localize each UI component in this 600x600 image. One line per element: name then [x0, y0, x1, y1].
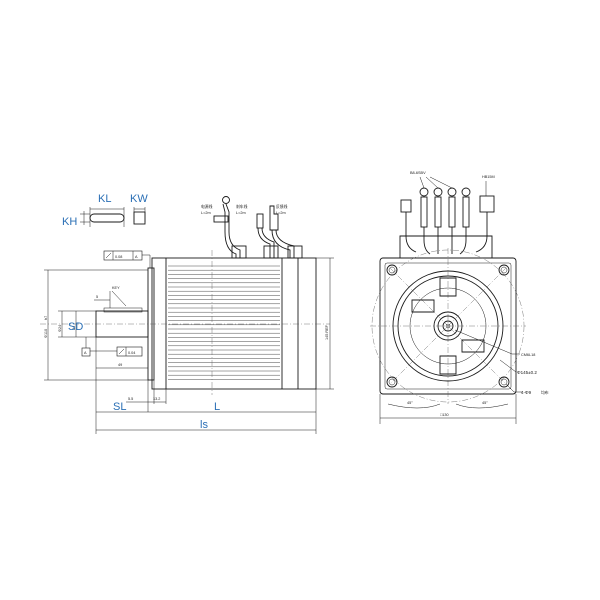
- perpendicularity-fcf: 0.04: [88, 346, 143, 357]
- holes-note: 均布: [541, 390, 549, 395]
- runout-value: 0.08: [115, 255, 122, 259]
- shaft-diameter: Φ24: [58, 325, 62, 332]
- kw-label: KW: [130, 193, 148, 205]
- center-hole-label: CM6L18: [521, 353, 535, 357]
- pilot-diameter: Φ110: [44, 329, 48, 338]
- feedback-cable-length: L=2m: [276, 211, 286, 215]
- flange-thickness: 5.5: [128, 397, 133, 401]
- brake-cable-label: 刹车线: [236, 204, 248, 209]
- side-cables: 电源线 L=2m 刹车线 L=2m 反馈线 L=2m: [201, 196, 303, 259]
- connector-label: HB15M: [482, 175, 495, 179]
- angle-right-label: 45°: [482, 401, 488, 405]
- cable-spec-label: B8-6SBV: [410, 171, 426, 175]
- shaft-height: 24: [72, 326, 76, 330]
- spigot-length: 13.2: [153, 397, 160, 401]
- motor-body: [151, 257, 317, 390]
- shaft-length: 49: [118, 363, 122, 367]
- brake-cable-length: L=2m: [236, 211, 246, 215]
- angle-left-label: 45°: [407, 401, 413, 405]
- mounting-holes: [386, 264, 510, 388]
- kl-label: KL: [98, 193, 111, 205]
- pcd-label: Φ145±0.2: [517, 370, 537, 375]
- key-detail: KL KW KH: [62, 193, 148, 228]
- pilot-tolerance: h7: [44, 316, 48, 320]
- cooling-fins: [168, 265, 280, 380]
- front-cables: B8-6SBV HB15M: [399, 171, 495, 259]
- square-size-label: □130: [440, 413, 449, 417]
- keyway: [103, 307, 143, 313]
- keyway-label: KEY: [112, 286, 120, 290]
- runout-fcf: 0.08 A: [103, 250, 151, 268]
- power-cable-length: L=2m: [201, 211, 211, 215]
- side-view: 电源线 L=2m 刹车线 L=2m 反馈线 L=2m: [40, 196, 334, 434]
- sd-label: SD: [68, 321, 83, 333]
- height-label: 145 REF: [325, 324, 329, 340]
- holes-label: 4-Φ9: [521, 390, 532, 395]
- ls-label: ls: [200, 419, 208, 431]
- datum-marker: A: [84, 351, 87, 355]
- power-cable-label: 电源线: [201, 204, 213, 209]
- perp-value: 0.04: [128, 351, 135, 355]
- kh-label: KH: [62, 216, 77, 228]
- key-depth: 5: [96, 295, 98, 299]
- front-view: B8-6SBV HB15M: [370, 171, 549, 424]
- feedback-cable-label: 反馈线: [276, 204, 288, 209]
- runout-datum: A: [135, 255, 138, 259]
- l-label: L: [214, 401, 220, 413]
- sl-label: SL: [113, 401, 126, 413]
